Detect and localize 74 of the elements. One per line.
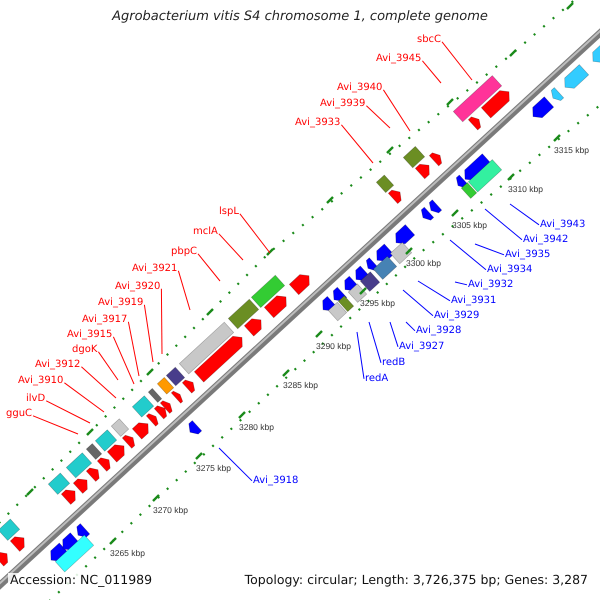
gene-label: Avi_3945	[376, 53, 422, 64]
gene-label: Avi_3933	[295, 117, 340, 128]
scale-label: 3305 kbp	[452, 221, 487, 231]
gene-label: lspL	[219, 206, 239, 218]
gene-label: gguC	[6, 408, 32, 420]
leader-line	[239, 213, 270, 254]
leader-line	[442, 41, 472, 80]
gene-label: Avi_3919	[98, 297, 144, 308]
leader-line	[450, 240, 486, 270]
gene-label: redA	[365, 373, 388, 384]
gene-label: pbpC	[171, 246, 198, 258]
gene-label: Avi_3935	[505, 249, 550, 260]
leader-line	[112, 336, 134, 384]
leader-line	[418, 280, 450, 302]
scale-label: 3280 kbp	[239, 423, 274, 433]
leader-line	[402, 290, 434, 316]
gene-label: redB	[382, 357, 406, 368]
leader-line	[144, 304, 154, 362]
scale-label: 3295 kbp	[360, 299, 395, 309]
gene-label: Avi_3910	[18, 375, 64, 386]
leader-line	[32, 415, 78, 434]
leader-line	[368, 322, 382, 364]
leader-line	[382, 89, 410, 132]
scale-label: 3270 kbp	[153, 506, 188, 516]
leader-line	[484, 208, 522, 240]
leader-line	[218, 448, 252, 482]
gene-label: dgoK	[72, 344, 98, 356]
scale-label: 3285 kbp	[283, 381, 318, 391]
gene-label: ilvD	[26, 393, 46, 404]
gene-label: Avi_3939	[320, 98, 366, 110]
leader-line	[198, 253, 220, 282]
gene-label: Avi_3918	[253, 475, 298, 486]
leader-line	[422, 60, 442, 84]
scale-label: 3315 kbp	[554, 146, 589, 156]
scale-label: 3275 kbp	[196, 464, 231, 474]
gene-label: Avi_3920	[115, 281, 160, 292]
scale-label: 3300 kbp	[406, 259, 441, 269]
scale-label: 3310 kbp	[508, 185, 543, 195]
gene-label: Avi_3928	[416, 325, 462, 336]
gene-label: Avi_3929	[434, 310, 480, 322]
leader-line	[340, 124, 374, 164]
genome-info-label: Topology: circular; Length: 3,726,375 bp; Genes: 3,287	[242, 573, 590, 588]
leader-line	[98, 351, 118, 380]
gene-label: Avi_3932	[468, 279, 514, 290]
gene-label: Avi_3927	[399, 341, 444, 352]
accession-label: Accession: NC_011989	[8, 573, 154, 588]
leader-line	[366, 105, 390, 128]
gene-label: mclA	[193, 226, 218, 238]
leader-line	[80, 366, 116, 398]
gene-label: Avi_3917	[82, 314, 128, 326]
chart-title: Agrobacterium vitis S4 chromosome 1, complete genome	[110, 10, 489, 25]
gene-label: sbcC	[417, 34, 442, 46]
gene-label: Avi_3915	[67, 329, 112, 340]
leader-line	[406, 322, 416, 332]
leader-line	[160, 288, 162, 354]
leader-line	[474, 244, 504, 256]
gene-label: Avi_3934	[487, 264, 532, 276]
scale-label: 3290 kbp	[316, 342, 351, 352]
gene-label: Avi_3943	[540, 219, 586, 230]
leader-line	[390, 322, 398, 348]
gene-label: Avi_3912	[35, 359, 80, 370]
leader-line	[64, 382, 104, 412]
gene-label: Avi_3942	[523, 234, 568, 246]
gene-label: Avi_3921	[132, 263, 178, 274]
leader-line	[218, 233, 244, 260]
gene-label: Avi_3931	[451, 295, 496, 306]
leader-line	[454, 282, 468, 286]
leader-line	[46, 400, 90, 424]
gene-label: Avi_3940	[337, 82, 382, 94]
leader-line	[356, 332, 364, 380]
leader-line	[178, 270, 190, 310]
leader-line	[510, 204, 540, 226]
scale-label: 3265 kbp	[110, 549, 145, 559]
leader-line	[128, 321, 140, 376]
